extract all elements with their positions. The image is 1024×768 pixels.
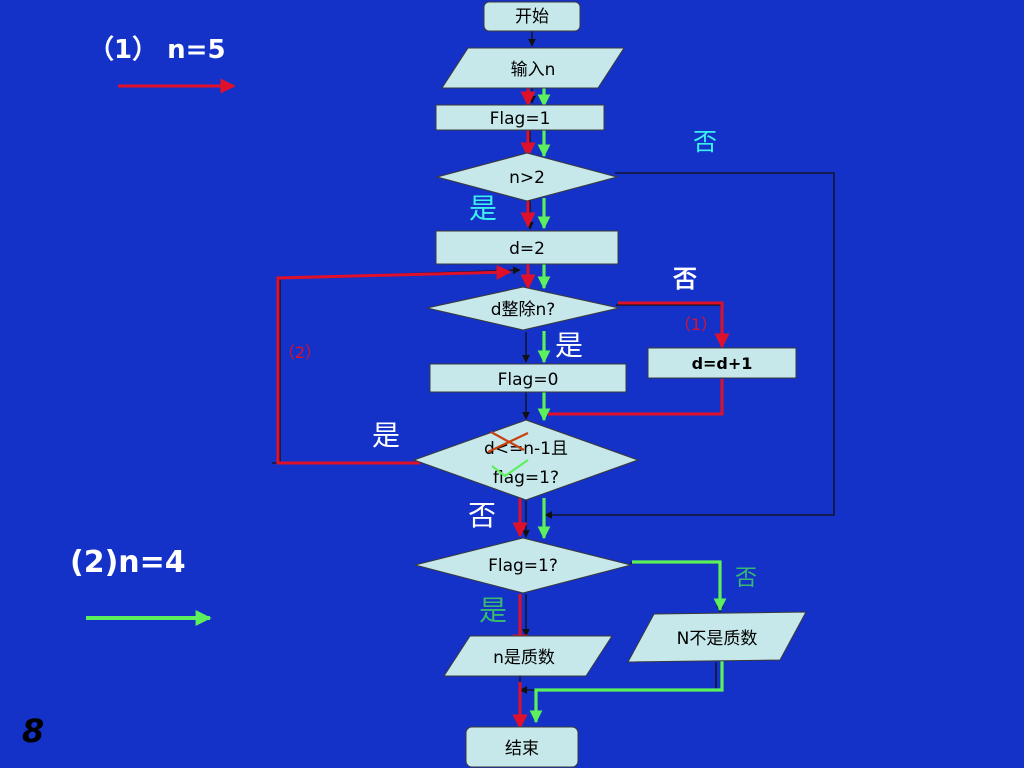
d-increment-node[interactable]: d=d+1 [647,347,797,379]
loop-cond-line2: flag=1? [493,468,559,488]
flag-init-text: Flag=1 [490,109,551,129]
slide-number: 8 [22,712,44,750]
cond-n-gt-2-text: n>2 [509,168,545,188]
end-node[interactable]: 结束 [465,726,579,768]
end-node-text: 结束 [505,739,539,759]
flag-zero-text: Flag=0 [498,370,559,390]
label-yes-loop: 是 [372,419,400,452]
label-no-flag: 否 [735,566,757,591]
cond-n-gt-2-node[interactable]: n>2 [435,152,619,202]
input-node-text: 输入n [511,60,556,80]
flag-init-node[interactable]: Flag=1 [435,104,605,131]
cross-mark-icon [487,431,529,453]
d-init-node[interactable]: d=2 [435,230,619,265]
cond-flag-node[interactable]: Flag=1? [414,537,632,594]
loop-cond-node[interactable]: d<=n-1且 flag=1? [412,419,640,501]
label-tag-1: （1） [675,315,717,334]
start-node[interactable]: 开始 [483,1,581,32]
cond-flag-text: Flag=1? [488,556,558,576]
input-node[interactable]: 输入n [441,47,625,89]
label-yes-n-gt-2: 是 [469,192,497,225]
cond-divides-text: d整除n? [491,300,556,320]
label-no-n-gt-2: 否 [693,128,717,156]
flag-zero-node[interactable]: Flag=0 [429,363,627,393]
d-increment-text: d=d+1 [692,354,753,373]
output-not-prime-node[interactable]: N不是质数 [627,611,807,663]
check-mark-icon [491,459,529,478]
label-yes-divides: 是 [555,329,583,362]
label-no-loop: 否 [468,499,496,532]
output-prime-node[interactable]: n是质数 [443,635,613,677]
output-prime-text: n是质数 [493,648,555,668]
cond-divides-node[interactable]: d整除n? [426,286,620,331]
label-no-divides: 否 [672,265,697,293]
legend-case1-label: （1） n=5 [88,35,226,65]
output-not-prime-text: N不是质数 [677,629,758,649]
label-tag-2: （2） [279,343,321,362]
label-yes-flag: 是 [479,594,507,627]
d-init-text: d=2 [509,239,545,259]
start-node-text: 开始 [515,7,549,27]
legend-case2-label: (2)n=4 [70,545,186,580]
